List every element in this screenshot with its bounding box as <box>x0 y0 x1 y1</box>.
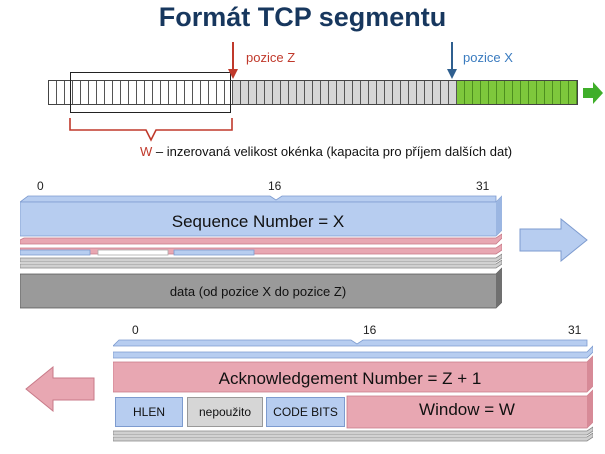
byte-cell <box>369 81 377 104</box>
byte-cell <box>289 81 297 104</box>
byte-cell <box>105 81 113 104</box>
byte-cell <box>185 81 193 104</box>
byte-cell <box>457 81 465 104</box>
byte-cell <box>225 81 233 104</box>
seg1-tick-31: 31 <box>476 179 490 193</box>
byte-cell <box>385 81 393 104</box>
byte-cell <box>305 81 313 104</box>
pozice-z-label: pozice Z <box>246 50 296 65</box>
seg2-tick-31: 31 <box>568 323 582 337</box>
byte-cell <box>177 81 185 104</box>
window-note-text: – inzerovaná velikost okénka (kapacita p… <box>152 144 513 159</box>
byte-cell <box>153 81 161 104</box>
byte-cell <box>81 81 89 104</box>
byte-cell <box>393 81 401 104</box>
window-note: W – inzerovaná velikost okénka (kapacita… <box>140 144 512 159</box>
byte-cell <box>313 81 321 104</box>
byte-cell <box>353 81 361 104</box>
byte-cell <box>425 81 433 104</box>
outgoing-arrow-icon <box>519 218 588 262</box>
byte-cell <box>401 81 409 104</box>
byte-cell <box>121 81 129 104</box>
seg2-tick-0: 0 <box>132 323 139 337</box>
advertised-window-frame <box>70 72 231 113</box>
byte-cell <box>169 81 177 104</box>
byte-cell <box>65 81 73 104</box>
byte-cell <box>553 81 561 104</box>
byte-cell <box>265 81 273 104</box>
byte-cell <box>129 81 137 104</box>
byte-cell <box>465 81 473 104</box>
pozice-z-arrow-icon <box>228 42 238 79</box>
seg2-tick-16: 16 <box>363 323 377 337</box>
window-field: Window = W <box>419 400 515 419</box>
byte-cell <box>57 81 65 104</box>
byte-cell <box>217 81 225 104</box>
byte-cell <box>89 81 97 104</box>
byte-cell <box>249 81 257 104</box>
byte-cell <box>481 81 489 104</box>
byte-cell <box>209 81 217 104</box>
byte-cell <box>297 81 305 104</box>
byte-cell <box>137 81 145 104</box>
byte-cell <box>409 81 417 104</box>
byte-cell <box>361 81 369 104</box>
byte-cell <box>337 81 345 104</box>
window-note-letter: W <box>140 144 153 159</box>
byte-cell <box>193 81 201 104</box>
page-title: Formát TCP segmentu <box>158 2 447 32</box>
pozice-x-label: pozice X <box>463 50 513 65</box>
byte-cell <box>273 81 281 104</box>
code-bits-field: CODE BITS <box>266 397 345 427</box>
byte-cell <box>529 81 537 104</box>
byte-cell <box>73 81 81 104</box>
sequence-number-field: Sequence Number = X <box>171 212 345 231</box>
byte-cell <box>377 81 385 104</box>
data-field: data (od pozice X do pozice Z) <box>169 284 347 299</box>
byte-cell <box>417 81 425 104</box>
byte-cell <box>329 81 337 104</box>
pozice-x-arrow-icon <box>447 42 457 79</box>
incoming-arrow-icon <box>25 366 95 412</box>
byte-cell <box>569 81 577 104</box>
hlen-field: HLEN <box>115 397 183 427</box>
byte-cell <box>321 81 329 104</box>
byte-cell <box>473 81 481 104</box>
byte-cell <box>201 81 209 104</box>
byte-cell <box>521 81 529 104</box>
ack-number-field: Acknowledgement Number = Z + 1 <box>218 369 482 388</box>
segment1-layers <box>20 195 502 309</box>
byte-cell <box>497 81 505 104</box>
byte-cell <box>441 81 449 104</box>
byte-cell <box>233 81 241 104</box>
byte-cell <box>537 81 545 104</box>
byte-cell <box>161 81 169 104</box>
byte-cell <box>113 81 121 104</box>
stream-direction-arrow-icon <box>583 82 603 104</box>
seg1-tick-16: 16 <box>268 179 282 193</box>
byte-cell <box>281 81 289 104</box>
segment2-layers <box>113 339 593 442</box>
byte-cell <box>241 81 249 104</box>
byte-cell <box>513 81 521 104</box>
byte-cell <box>449 81 457 104</box>
byte-cell <box>97 81 105 104</box>
byte-cell <box>145 81 153 104</box>
seg1-tick-0: 0 <box>37 179 44 193</box>
byte-stream-strip <box>48 80 578 105</box>
byte-cell <box>545 81 553 104</box>
byte-cell <box>49 81 57 104</box>
byte-cell <box>345 81 353 104</box>
byte-cell <box>505 81 513 104</box>
byte-cell <box>433 81 441 104</box>
byte-cell <box>561 81 569 104</box>
unused-field: nepoužito <box>187 397 263 427</box>
byte-cell <box>489 81 497 104</box>
window-bracket <box>69 118 233 142</box>
byte-cell <box>257 81 265 104</box>
